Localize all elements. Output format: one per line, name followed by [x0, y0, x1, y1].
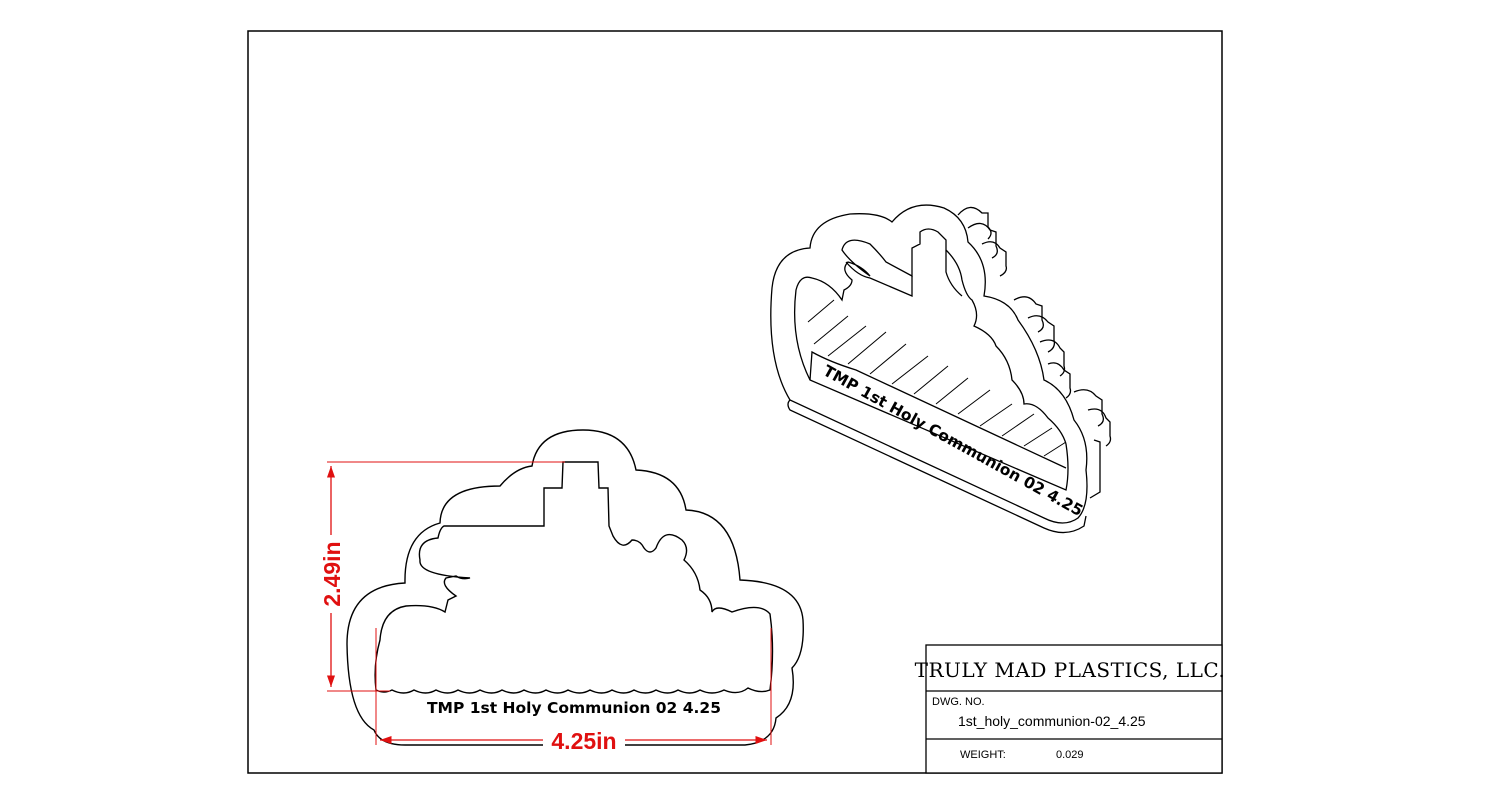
dimensions: 2.49in 4.25in — [319, 461, 772, 754]
front-view: TMP 1st Holy Communion 02 4.25 — [346, 429, 804, 746]
front-outer-outline — [346, 429, 804, 746]
weight-label: WEIGHT: — [960, 749, 1006, 761]
isometric-view — [770, 204, 1112, 534]
iso-engraving-text: TMP 1st Holy Communion 02 4.25 — [820, 362, 1086, 520]
front-inner-outline — [374, 461, 774, 694]
iso-inner-outline — [793, 228, 1069, 491]
width-dimension-text: 4.25in — [551, 728, 616, 754]
dwg-no-label: DWG. NO. — [932, 696, 985, 708]
dwg-no-value: 1st_holy_communion-02_4.25 — [958, 713, 1146, 729]
weight-value: 0.029 — [1056, 749, 1084, 761]
iso-back-bumps — [957, 206, 1112, 499]
front-engraving-text: TMP 1st Holy Communion 02 4.25 — [427, 699, 721, 717]
iso-inner-ribs — [807, 299, 1067, 457]
sheet-border — [247, 30, 1223, 774]
iso-outer-outline — [770, 204, 1088, 524]
company-name: TRULY MAD PLASTICS, LLC. — [915, 658, 1226, 682]
title-block: TRULY MAD PLASTICS, LLC. DWG. NO. 1st_ho… — [915, 644, 1226, 774]
height-dimension-text: 2.49in — [319, 541, 345, 606]
